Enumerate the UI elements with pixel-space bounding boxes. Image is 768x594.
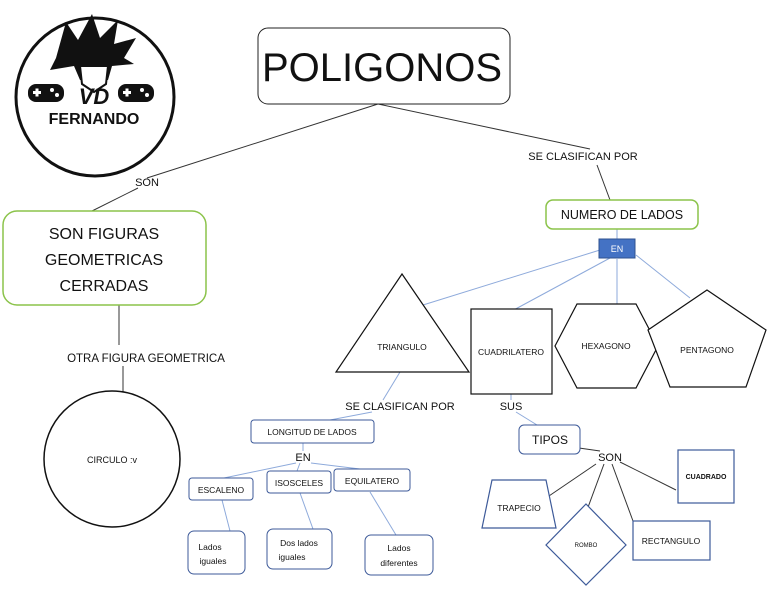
label-en-2: EN — [295, 452, 310, 464]
equilatero-desc-line-2: diferentes — [380, 558, 417, 568]
edge-en-cuadrilatero — [509, 257, 611, 313]
pentagono-label: PENTAGONO — [680, 345, 734, 355]
edge-son-figuras — [91, 187, 139, 212]
blue-connectors — [221, 229, 691, 536]
edge-son-trapecio — [545, 463, 597, 499]
escaleno-desc-line-2: iguales — [200, 556, 227, 566]
equilatero-box — [333, 468, 411, 492]
numero-lados-box — [545, 199, 699, 230]
tipos-label: TIPOS — [532, 433, 568, 447]
label-son: SON — [135, 177, 159, 189]
isosceles-desc-line-1: Dos lados — [280, 538, 318, 548]
edge-son-rectangulo — [611, 463, 634, 522]
edge-clasifican-numero — [596, 164, 611, 201]
face-icon — [78, 65, 110, 94]
escaleno-box — [188, 477, 254, 501]
rombo-shape — [545, 503, 627, 586]
logo-name: FERNANDO — [49, 111, 140, 128]
cuadrilatero-shape — [470, 308, 553, 395]
logo-initials: VD — [79, 84, 110, 109]
edge-en-equilatero — [310, 462, 361, 470]
isosceles-label: ISOSCELES — [275, 478, 324, 488]
edge-en-triangulo — [422, 249, 601, 306]
trapecio-label: TRAPECIO — [497, 503, 541, 513]
rombo-label: ROMBO — [575, 543, 598, 549]
edge-son-cuadrado — [619, 461, 677, 491]
tipos-box — [518, 424, 581, 455]
triangulo-label: TRIANGULO — [377, 342, 427, 352]
en-label: EN — [611, 244, 624, 254]
title-text: POLIGONOS — [262, 46, 502, 90]
rectangulo-shape — [632, 520, 711, 561]
connectors — [91, 103, 611, 393]
title-box — [257, 27, 511, 105]
edge-en-escaleno — [223, 462, 297, 479]
edge-escaleno-desc — [221, 499, 231, 532]
dark-connectors — [545, 446, 677, 522]
cuadrilatero-label: CUADRILATERO — [478, 347, 544, 357]
cuadrado-shape — [677, 449, 735, 504]
edge-title-clasifican — [377, 103, 591, 150]
isosceles-box — [266, 470, 332, 494]
circulo-label: CIRCULO :v — [87, 455, 138, 465]
edge-clasifican-longitud — [329, 411, 373, 421]
longitud-lados-box — [250, 419, 375, 444]
label-otra-figura: OTRA FIGURA GEOMETRICA — [67, 353, 225, 365]
edge-en-pentagono — [635, 254, 691, 299]
edge-title-son — [146, 103, 379, 179]
figuras-line-2: GEOMETRICAS — [45, 252, 163, 269]
logo-ring — [14, 16, 176, 178]
circulo-shape — [43, 390, 181, 528]
edge-son-rombo — [586, 463, 605, 511]
trapecio-shape — [481, 479, 557, 529]
escaleno-desc-box — [187, 530, 246, 575]
gamepad-left-icon — [28, 84, 64, 102]
edge-triangulo-clasifican — [382, 371, 401, 401]
edge-sus-tipos — [515, 411, 538, 426]
equilatero-desc-box — [364, 534, 434, 576]
escaleno-label: ESCALENO — [198, 485, 245, 495]
rectangulo-label: RECTANGULO — [642, 536, 701, 546]
edge-equilatero-desc — [369, 491, 397, 536]
label-sus: SUS — [500, 401, 523, 413]
en-box — [598, 238, 636, 259]
hexagono-label: HEXAGONO — [581, 341, 631, 351]
cuadrado-label: CUADRADO — [686, 474, 727, 481]
triangulo-shape — [334, 272, 471, 373]
equilatero-label: EQUILATERO — [345, 476, 400, 486]
numero-lados-label: NUMERO DE LADOS — [561, 208, 683, 222]
escaleno-desc-line-1: Lados — [198, 542, 221, 552]
figuras-line-1: SON FIGURAS — [49, 226, 159, 243]
figuras-line-3: CERRADAS — [60, 278, 149, 295]
figuras-box — [2, 210, 207, 306]
label-se-clasifican-1: SE CLASIFICAN POR — [528, 151, 637, 163]
equilatero-desc-line-1: Lados — [387, 543, 410, 553]
edge-en-isosceles — [296, 462, 301, 472]
label-son-2: SON — [598, 452, 622, 464]
longitud-lados-label: LONGITUD DE LADOS — [267, 427, 357, 437]
label-se-clasifican-2: SE CLASIFICAN POR — [345, 401, 454, 413]
gamepad-right-icon — [118, 84, 154, 102]
isosceles-desc-line-2: iguales — [279, 552, 306, 562]
isosceles-desc-box — [266, 528, 333, 570]
pentagono-shape — [647, 289, 767, 388]
edge-isosceles-desc — [299, 492, 314, 530]
spiky-hair-icon — [50, 14, 136, 80]
logo: VD FERNANDO — [14, 14, 176, 178]
